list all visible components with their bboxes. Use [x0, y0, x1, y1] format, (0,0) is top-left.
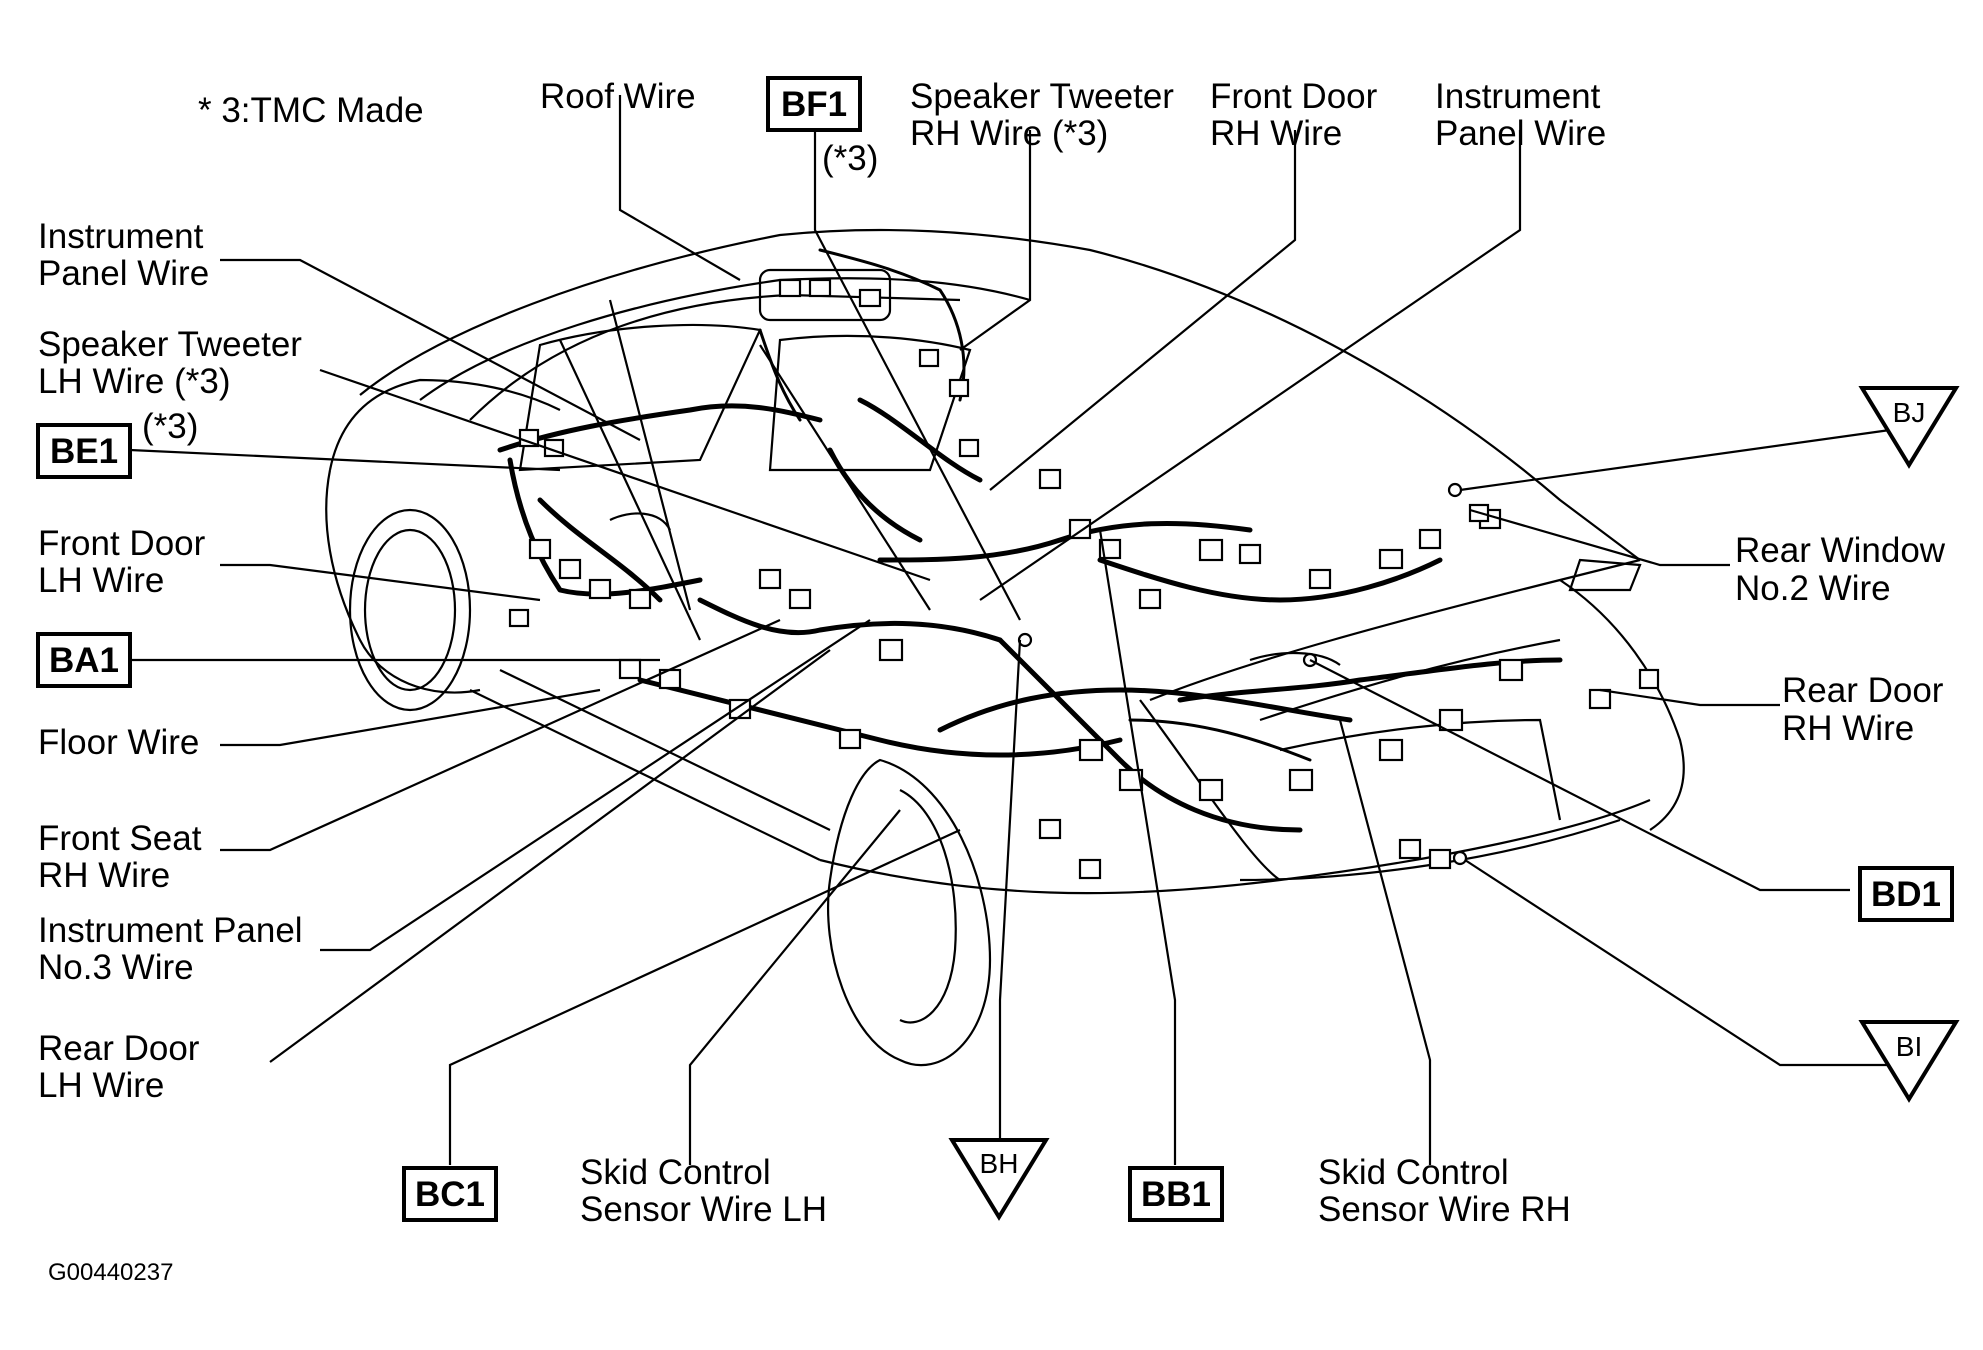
connector-box-bf1: BF1 (*3) — [766, 76, 878, 178]
label-rear-door-rh-1: Rear Door — [1782, 671, 1944, 710]
label-rear-door-lh-1: Rear Door — [38, 1029, 200, 1068]
label-speaker-tweeter-lh-2: LH Wire (*3) — [38, 362, 231, 401]
label-instrument-panel-no3-2: No.3 Wire — [38, 948, 194, 987]
label-instrument-panel-no3-1: Instrument Panel — [38, 911, 303, 950]
connector-box-bd1: BD1 — [1858, 866, 1954, 922]
label-front-seat-rh-1: Front Seat — [38, 819, 202, 858]
svg-text:BB1: BB1 — [1141, 1175, 1211, 1214]
note-tmc-made: * 3:TMC Made — [198, 91, 424, 130]
ground-point-bi: BI — [1858, 1020, 1960, 1103]
svg-text:BI: BI — [1896, 1031, 1922, 1062]
label-speaker-tweeter-lh-1: Speaker Tweeter — [38, 325, 302, 364]
label-skid-rh-2: Sensor Wire RH — [1318, 1190, 1571, 1229]
be1-note: (*3) — [142, 407, 198, 446]
svg-text:BJ: BJ — [1893, 397, 1926, 428]
label-front-door-lh-1: Front Door — [38, 524, 206, 563]
svg-text:BC1: BC1 — [415, 1175, 485, 1214]
connector-box-ba1: BA1 — [36, 632, 132, 688]
label-rear-door-rh-2: RH Wire — [1782, 709, 1914, 748]
label-speaker-tweeter-rh-1: Speaker Tweeter — [910, 77, 1174, 116]
connector-box-bc1: BC1 — [402, 1166, 498, 1222]
svg-text:BA1: BA1 — [49, 641, 119, 680]
bf1-note: (*3) — [822, 139, 878, 178]
svg-text:BF1: BF1 — [781, 85, 847, 124]
leader-lines — [129, 95, 1891, 1165]
label-instrument-panel-left-1: Instrument — [38, 217, 204, 256]
label-front-seat-rh-2: RH Wire — [38, 856, 170, 895]
svg-text:BD1: BD1 — [1871, 875, 1941, 914]
connector-box-bb1: BB1 — [1128, 1166, 1224, 1222]
label-front-door-lh-2: LH Wire — [38, 561, 164, 600]
ground-point-bh: BH — [948, 1138, 1050, 1221]
label-speaker-tweeter-rh-2: RH Wire (*3) — [910, 114, 1108, 153]
connector-box-be1: BE1 (*3) — [36, 407, 198, 479]
label-rear-window-no2-2: No.2 Wire — [1735, 569, 1891, 608]
svg-text:BH: BH — [980, 1148, 1019, 1179]
label-front-door-rh-2: RH Wire — [1210, 114, 1342, 153]
label-skid-lh-1: Skid Control — [580, 1153, 771, 1192]
connector-group — [508, 278, 1660, 880]
ground-point-bj: BJ — [1858, 386, 1960, 469]
label-instrument-panel-top-2: Panel Wire — [1435, 114, 1606, 153]
label-roof-wire: Roof Wire — [540, 77, 696, 116]
label-skid-rh-1: Skid Control — [1318, 1153, 1509, 1192]
label-instrument-panel-top-1: Instrument — [1435, 77, 1601, 116]
label-rear-window-no2-1: Rear Window — [1735, 531, 1946, 570]
label-front-door-rh-1: Front Door — [1210, 77, 1378, 116]
label-rear-door-lh-2: LH Wire — [38, 1066, 164, 1105]
svg-text:BE1: BE1 — [50, 432, 118, 471]
labels: * 3:TMC Made Roof Wire Speaker Tweeter R… — [38, 77, 1946, 1286]
figure-code: G00440237 — [48, 1259, 173, 1286]
label-skid-lh-2: Sensor Wire LH — [580, 1190, 827, 1229]
label-instrument-panel-left-2: Panel Wire — [38, 254, 209, 293]
label-floor-wire: Floor Wire — [38, 723, 199, 762]
